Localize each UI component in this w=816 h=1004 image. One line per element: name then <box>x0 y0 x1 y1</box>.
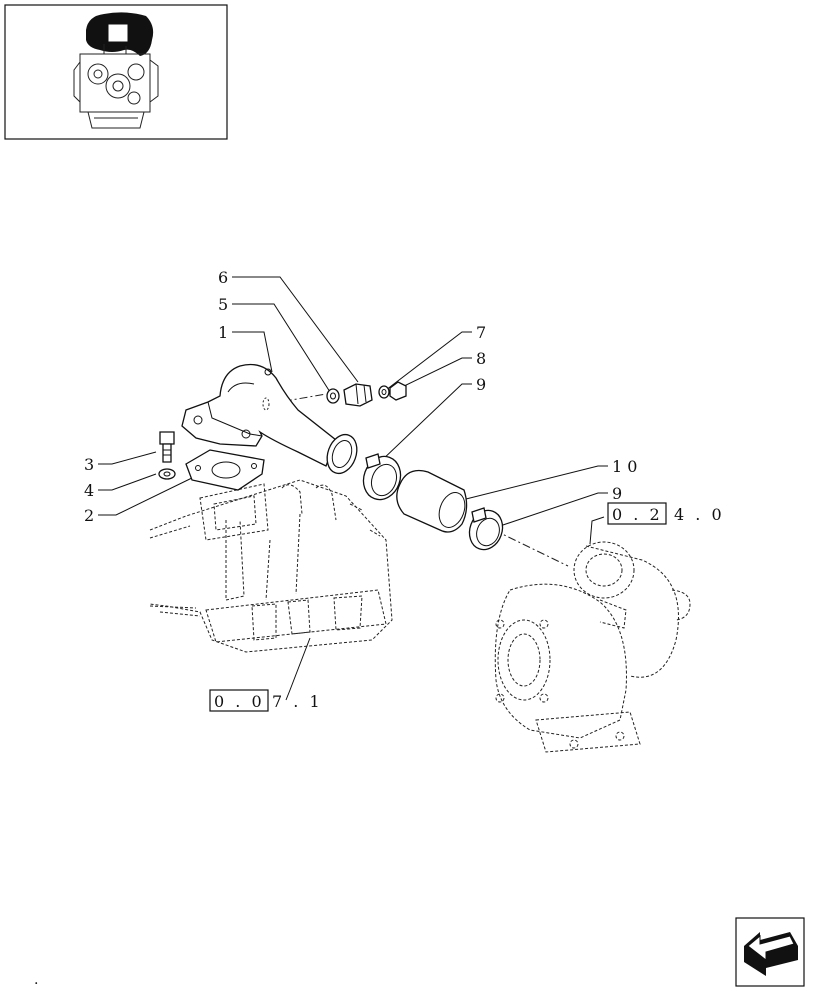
manifold-ref-rest-text: 7 . 1 <box>272 692 323 711</box>
manifold-ref-boxed-text: 0 . 0 <box>214 692 265 711</box>
exhaust-manifold-outline <box>149 479 393 653</box>
callout-4[interactable]: 4 <box>84 481 94 500</box>
engine-locator-thumbnail[interactable] <box>4 4 228 140</box>
part-2-gasket[interactable] <box>185 449 265 491</box>
part-9-hose-clamp-lower[interactable] <box>464 506 508 555</box>
callout-10[interactable]: 1 0 <box>612 457 637 476</box>
footer-dot: . <box>34 972 38 988</box>
turbo-ref-boxed-text: 0 . 2 <box>612 505 663 524</box>
callout-8[interactable]: 8 <box>476 349 486 368</box>
callout-1[interactable]: 1 <box>218 323 228 342</box>
turbo-ref-rest-text: 4 . 0 <box>674 505 725 524</box>
leader-lines <box>98 276 608 701</box>
part-1-elbow-pipe[interactable] <box>181 363 362 478</box>
callout-9-lower[interactable]: 9 <box>612 484 622 503</box>
part-6-threaded-fitting[interactable] <box>343 383 373 407</box>
callout-3[interactable]: 3 <box>84 455 94 474</box>
part-8-plug[interactable] <box>389 381 407 401</box>
part-4-washer[interactable] <box>158 468 176 480</box>
callout-labels: 6 5 1 7 8 9 3 4 2 1 0 9 <box>84 268 637 525</box>
part-10-sleeve[interactable] <box>396 469 470 533</box>
part-5-washer[interactable] <box>326 388 340 404</box>
next-page-button[interactable] <box>735 917 805 987</box>
turbocharger-reference-link[interactable]: 0 . 2 4 . 0 <box>607 502 725 525</box>
part-7-washer[interactable] <box>378 385 390 399</box>
turbocharger-outline <box>494 541 691 753</box>
callout-6[interactable]: 6 <box>218 268 228 287</box>
arrow-icon <box>744 932 798 976</box>
part-3-screw[interactable] <box>159 431 175 463</box>
part-9-hose-clamp-upper[interactable] <box>358 451 407 505</box>
callout-7[interactable]: 7 <box>476 323 486 342</box>
callout-9-upper[interactable]: 9 <box>476 375 486 394</box>
manifold-reference-link[interactable]: 0 . 0 7 . 1 <box>209 689 323 712</box>
engine-thumbnail-drawing <box>73 12 159 129</box>
callout-2[interactable]: 2 <box>84 506 94 525</box>
callout-5[interactable]: 5 <box>218 295 228 314</box>
